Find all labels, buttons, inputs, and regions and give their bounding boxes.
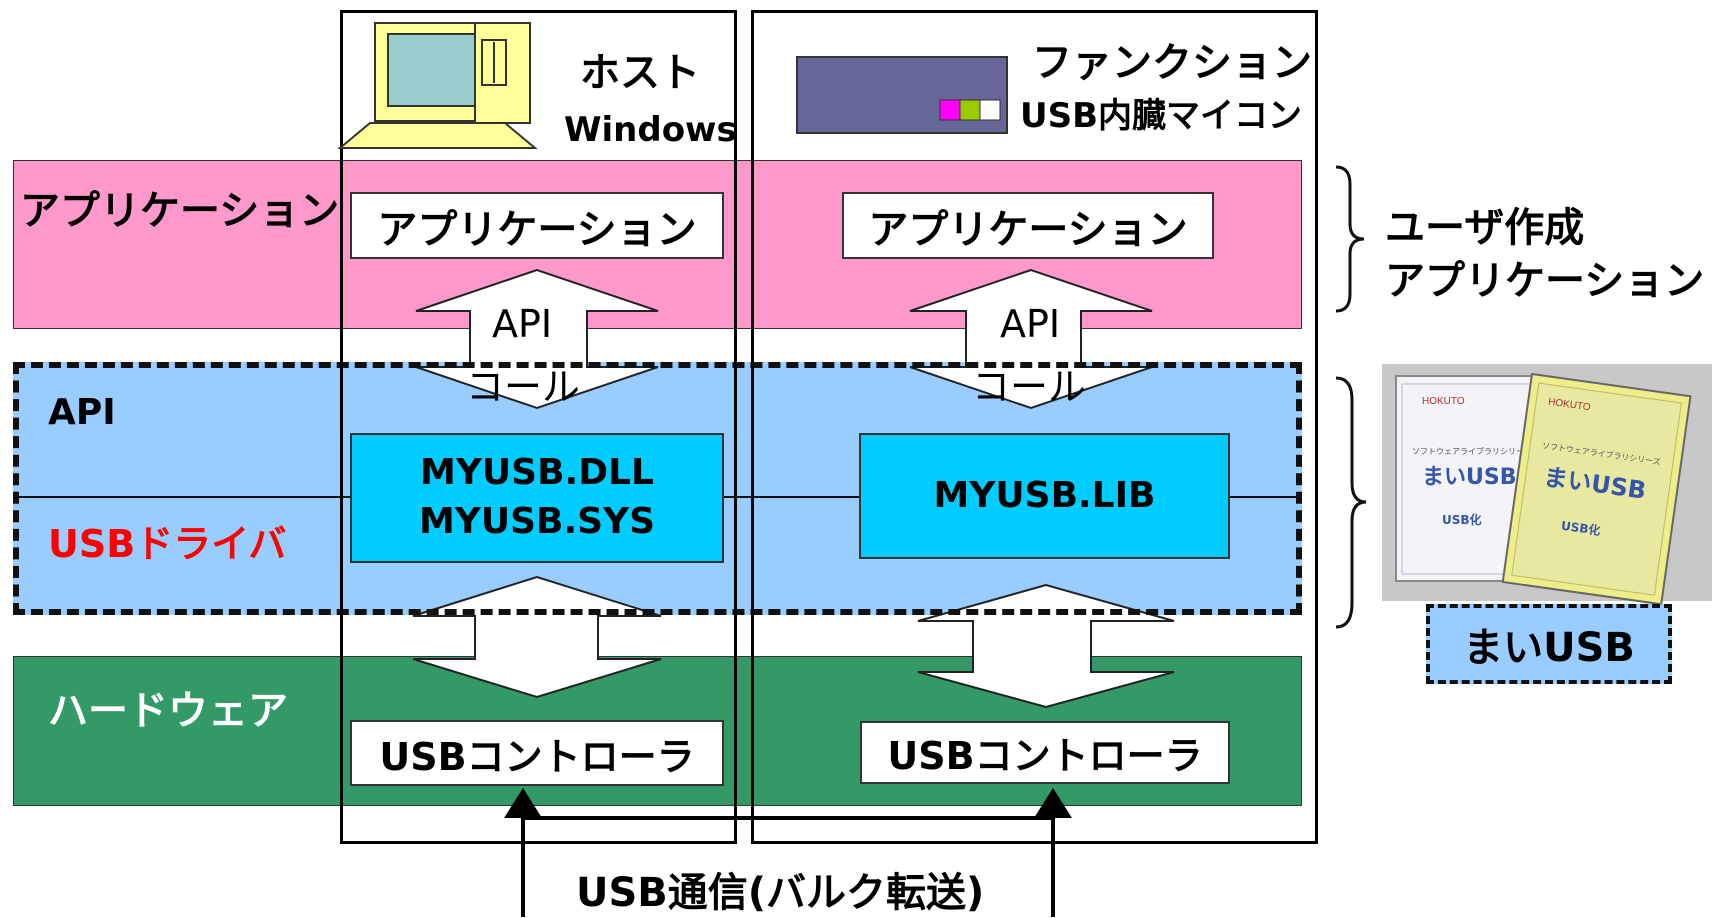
svg-text:まいUSB: まいUSB [1422,465,1516,490]
host-sys-label: MYUSB.SYS [418,501,656,542]
host-title: ホスト [580,50,700,96]
host-api-arrow-shape [415,268,659,410]
function-usb-controller-box: USBコントローラ [860,721,1230,784]
user-app-label-1: ユーザ作成 [1385,205,1585,251]
usb-transfer-label: USB通信(バルク転送) [570,860,991,918]
host-column-frame [340,10,737,844]
mcu-board-icon [796,56,1008,134]
host-driver-box: MYUSB.DLL MYUSB.SYS [350,433,724,563]
svg-text:HOKUTO: HOKUTO [1422,396,1465,407]
host-application-box: アプリケーション [350,192,724,259]
svg-text:ソフトウェアライブラリシリーズ: ソフトウェアライブラリシリーズ [1412,446,1532,456]
function-api-call-label-1: API [1000,302,1061,346]
host-computer-icon [337,22,538,149]
function-title: ファンクション [1032,40,1312,86]
function-column-frame [751,10,1318,844]
user-app-label-2: アプリケーション [1385,258,1705,304]
svg-text:USB化: USB化 [1442,512,1482,527]
function-api-arrow-shape [909,268,1153,410]
product-package-image: HOKUTO ソフトウェアライブラリシリーズ まいUSB USB化 HOKUTO… [1382,364,1712,606]
host-usb-controller-box: USBコントローラ [350,720,724,786]
layer-label-application: アプリケーション [20,188,340,234]
function-api-call-label-2: コール [972,365,1087,409]
api-driver-dashed-border [13,362,1302,615]
host-os-label: Windows [564,110,737,150]
layer-label-api: API [48,392,116,433]
product-name-box: まいUSB [1426,604,1672,684]
svg-text:USB化: USB化 [1560,518,1601,538]
host-api-call-label-2: コール [466,365,581,409]
host-api-call-label-1: API [492,302,553,346]
host-hw-arrow-shape [412,575,662,699]
function-mcu-label: USB内臓マイコン [1020,96,1303,136]
function-lib-box: MYUSB.LIB [859,433,1230,559]
layer-label-hardware: ハードウェア [48,688,288,734]
user-app-brace [1335,165,1365,313]
layer-label-usb-driver: USBドライバ [48,522,287,566]
function-application-box: アプリケーション [842,192,1214,259]
library-brace [1335,376,1367,629]
function-hw-arrow-shape [917,583,1175,709]
host-dll-label: MYUSB.DLL [420,452,654,494]
